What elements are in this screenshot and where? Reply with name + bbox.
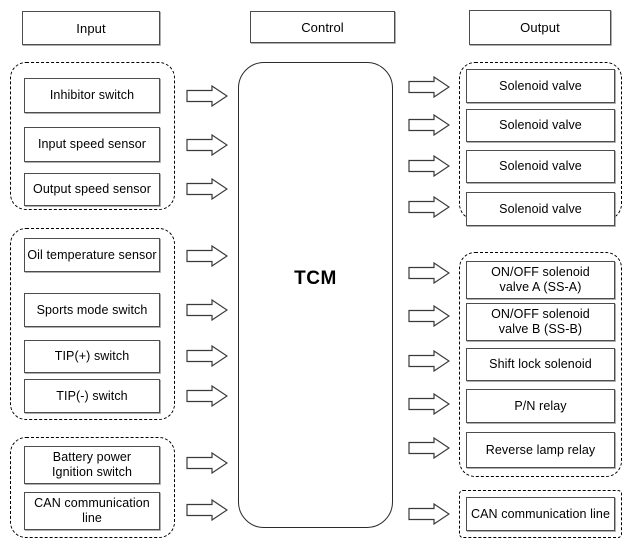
output-box-solenoid-valve-1: Solenoid valve <box>466 69 615 103</box>
block-arrow-right-icon <box>408 350 450 372</box>
column-header-output: Output <box>469 10 611 45</box>
input-box-output-speed-sensor: Output speed sensor <box>24 173 160 206</box>
output-box-solenoid-valve-4: Solenoid valve <box>466 192 615 226</box>
block-arrow-right-icon <box>186 345 228 367</box>
output-box-shift-lock-solenoid: Shift lock solenoid <box>466 348 615 381</box>
input-box-inhibitor-switch: Inhibitor switch <box>24 78 160 113</box>
output-box-pn-relay: P/N relay <box>466 389 615 423</box>
output-box-reverse-lamp-relay: Reverse lamp relay <box>466 432 615 468</box>
block-arrow-right-icon <box>186 245 228 267</box>
block-arrow-right-icon <box>408 155 450 177</box>
block-arrow-right-icon <box>408 393 450 415</box>
block-arrow-right-icon <box>186 134 228 156</box>
tcm-label: TCM <box>294 268 337 289</box>
output-box-solenoid-valve-2: Solenoid valve <box>466 109 615 142</box>
input-box-can-communication-line: CAN communication line <box>24 492 160 530</box>
block-arrow-right-icon <box>186 499 228 521</box>
tcm-module-box <box>238 62 393 528</box>
block-arrow-right-icon <box>408 503 450 525</box>
input-group-power-outline <box>10 437 175 538</box>
block-arrow-right-icon <box>186 299 228 321</box>
input-box-input-speed-sensor: Input speed sensor <box>24 127 160 162</box>
block-arrow-right-icon <box>186 85 228 107</box>
output-box-onoff-solenoid-valve-b: ON/OFF solenoid valve B (SS-B) <box>466 303 615 341</box>
block-arrow-right-icon <box>186 178 228 200</box>
block-arrow-right-icon <box>408 305 450 327</box>
column-header-input: Input <box>22 11 160 45</box>
output-box-can-communication-line: CAN communication line <box>466 497 615 531</box>
column-header-control: Control <box>250 11 395 43</box>
input-box-tip-plus-switch: TIP(+) switch <box>24 340 160 373</box>
output-box-onoff-solenoid-valve-a: ON/OFF solenoid valve A (SS-A) <box>466 261 615 299</box>
input-box-tip-minus-switch: TIP(-) switch <box>24 379 160 413</box>
block-arrow-right-icon <box>408 262 450 284</box>
block-arrow-right-icon <box>186 385 228 407</box>
block-arrow-right-icon <box>408 196 450 218</box>
input-box-battery-power-ignition-switch: Battery power Ignition switch <box>24 446 160 484</box>
output-box-solenoid-valve-3: Solenoid valve <box>466 150 615 183</box>
output-group-can-outline <box>459 490 622 538</box>
block-arrow-right-icon <box>408 437 450 459</box>
input-group-switches-outline <box>10 228 175 420</box>
input-group-sensors-outline <box>10 62 175 210</box>
block-arrow-right-icon <box>186 452 228 474</box>
output-group-onoff-solenoid-outline <box>459 252 622 477</box>
input-box-sports-mode-switch: Sports mode switch <box>24 293 160 327</box>
block-arrow-right-icon <box>408 114 450 136</box>
input-box-oil-temperature-sensor: Oil temperature sensor <box>24 238 160 272</box>
block-arrow-right-icon <box>408 76 450 98</box>
